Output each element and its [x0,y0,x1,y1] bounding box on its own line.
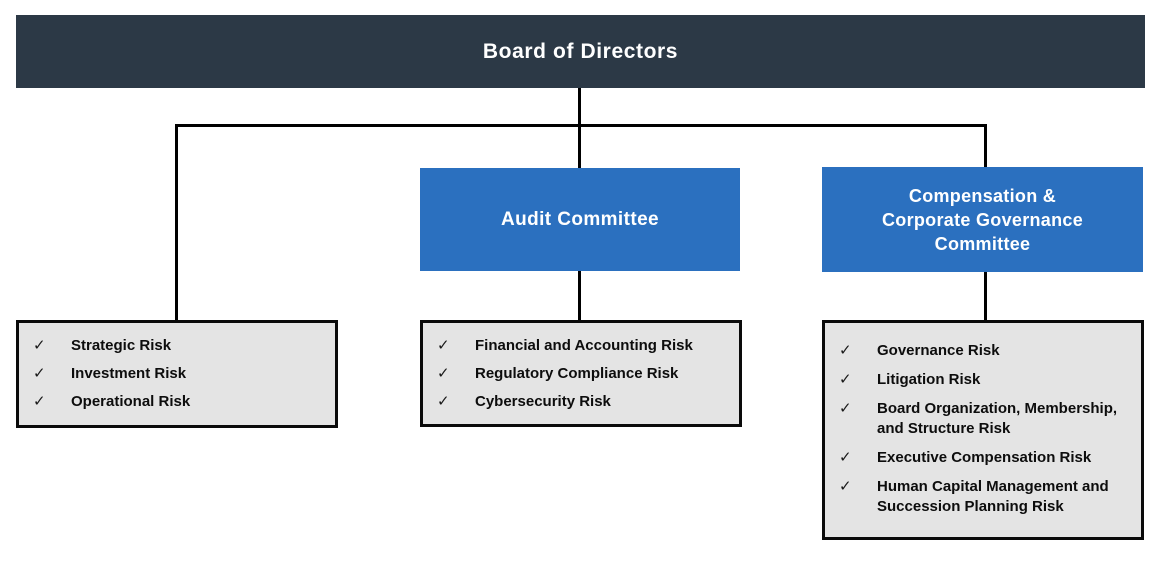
check-icon: ✓ [839,478,852,495]
audit-committee-box: Audit Committee [420,168,740,271]
risk-label: Executive Compensation Risk [877,449,1092,466]
risk-label: Governance Risk [877,342,1000,359]
risk-item: ✓ Litigation Risk [825,370,1135,390]
check-icon: ✓ [437,337,450,354]
connector-audit-branch-upper [578,124,581,169]
risk-item: ✓ Financial and Accounting Risk [423,336,733,356]
risk-item: ✓ Human Capital Management and Successio… [825,477,1135,517]
check-icon: ✓ [437,365,450,382]
risk-item: ✓ Governance Risk [825,341,1135,361]
compensation-governance-risk-list: ✓ Governance Risk ✓ Litigation Risk ✓ Bo… [825,323,1141,525]
risk-label: Regulatory Compliance Risk [475,365,679,382]
compensation-governance-risk-list-box: ✓ Governance Risk ✓ Litigation Risk ✓ Bo… [822,320,1144,540]
check-icon: ✓ [839,371,852,388]
compensation-governance-committee-box: Compensation & Corporate Governance Comm… [822,167,1143,272]
risk-label: Operational Risk [71,393,191,410]
risk-item: ✓ Board Organization, Membership, and St… [825,399,1135,439]
risk-label: Board Organization, Membership, and Stru… [877,400,1118,437]
connector-horizontal-bar [175,124,987,127]
risk-label: Investment Risk [71,365,187,382]
risk-label: Litigation Risk [877,371,981,388]
connector-audit-branch-lower [578,270,581,322]
risk-label: Human Capital Management and Succession … [877,478,1109,515]
connector-board-stem [578,88,581,126]
risk-label: Financial and Accounting Risk [475,337,693,354]
connector-comp-branch-lower [984,270,987,322]
check-icon: ✓ [839,400,852,417]
risk-label: Cybersecurity Risk [475,393,611,410]
board-risk-list: ✓ Strategic Risk ✓ Investment Risk ✓ Ope… [19,323,335,420]
connector-comp-branch-upper [984,124,987,170]
risk-item: ✓ Regulatory Compliance Risk [423,364,733,384]
board-of-directors-box: Board of Directors [16,15,1145,88]
risk-item: ✓ Executive Compensation Risk [825,448,1135,468]
risk-item: ✓ Strategic Risk [19,336,329,356]
check-icon: ✓ [839,449,852,466]
audit-risk-list-box: ✓ Financial and Accounting Risk ✓ Regula… [420,320,742,427]
audit-committee-label: Audit Committee [501,208,659,230]
risk-item: ✓ Investment Risk [19,364,329,384]
board-risk-list-box: ✓ Strategic Risk ✓ Investment Risk ✓ Ope… [16,320,338,428]
check-icon: ✓ [33,337,46,354]
connector-left-branch [175,124,178,322]
board-title: Board of Directors [482,39,679,63]
risk-item: ✓ Operational Risk [19,392,329,412]
compensation-governance-committee-label: Compensation & Corporate Governance Comm… [881,185,1084,254]
check-icon: ✓ [839,342,852,359]
check-icon: ✓ [33,365,46,382]
check-icon: ✓ [33,393,46,410]
audit-risk-list: ✓ Financial and Accounting Risk ✓ Regula… [423,323,739,420]
check-icon: ✓ [437,393,450,410]
risk-item: ✓ Cybersecurity Risk [423,392,733,412]
risk-label: Strategic Risk [71,337,172,354]
